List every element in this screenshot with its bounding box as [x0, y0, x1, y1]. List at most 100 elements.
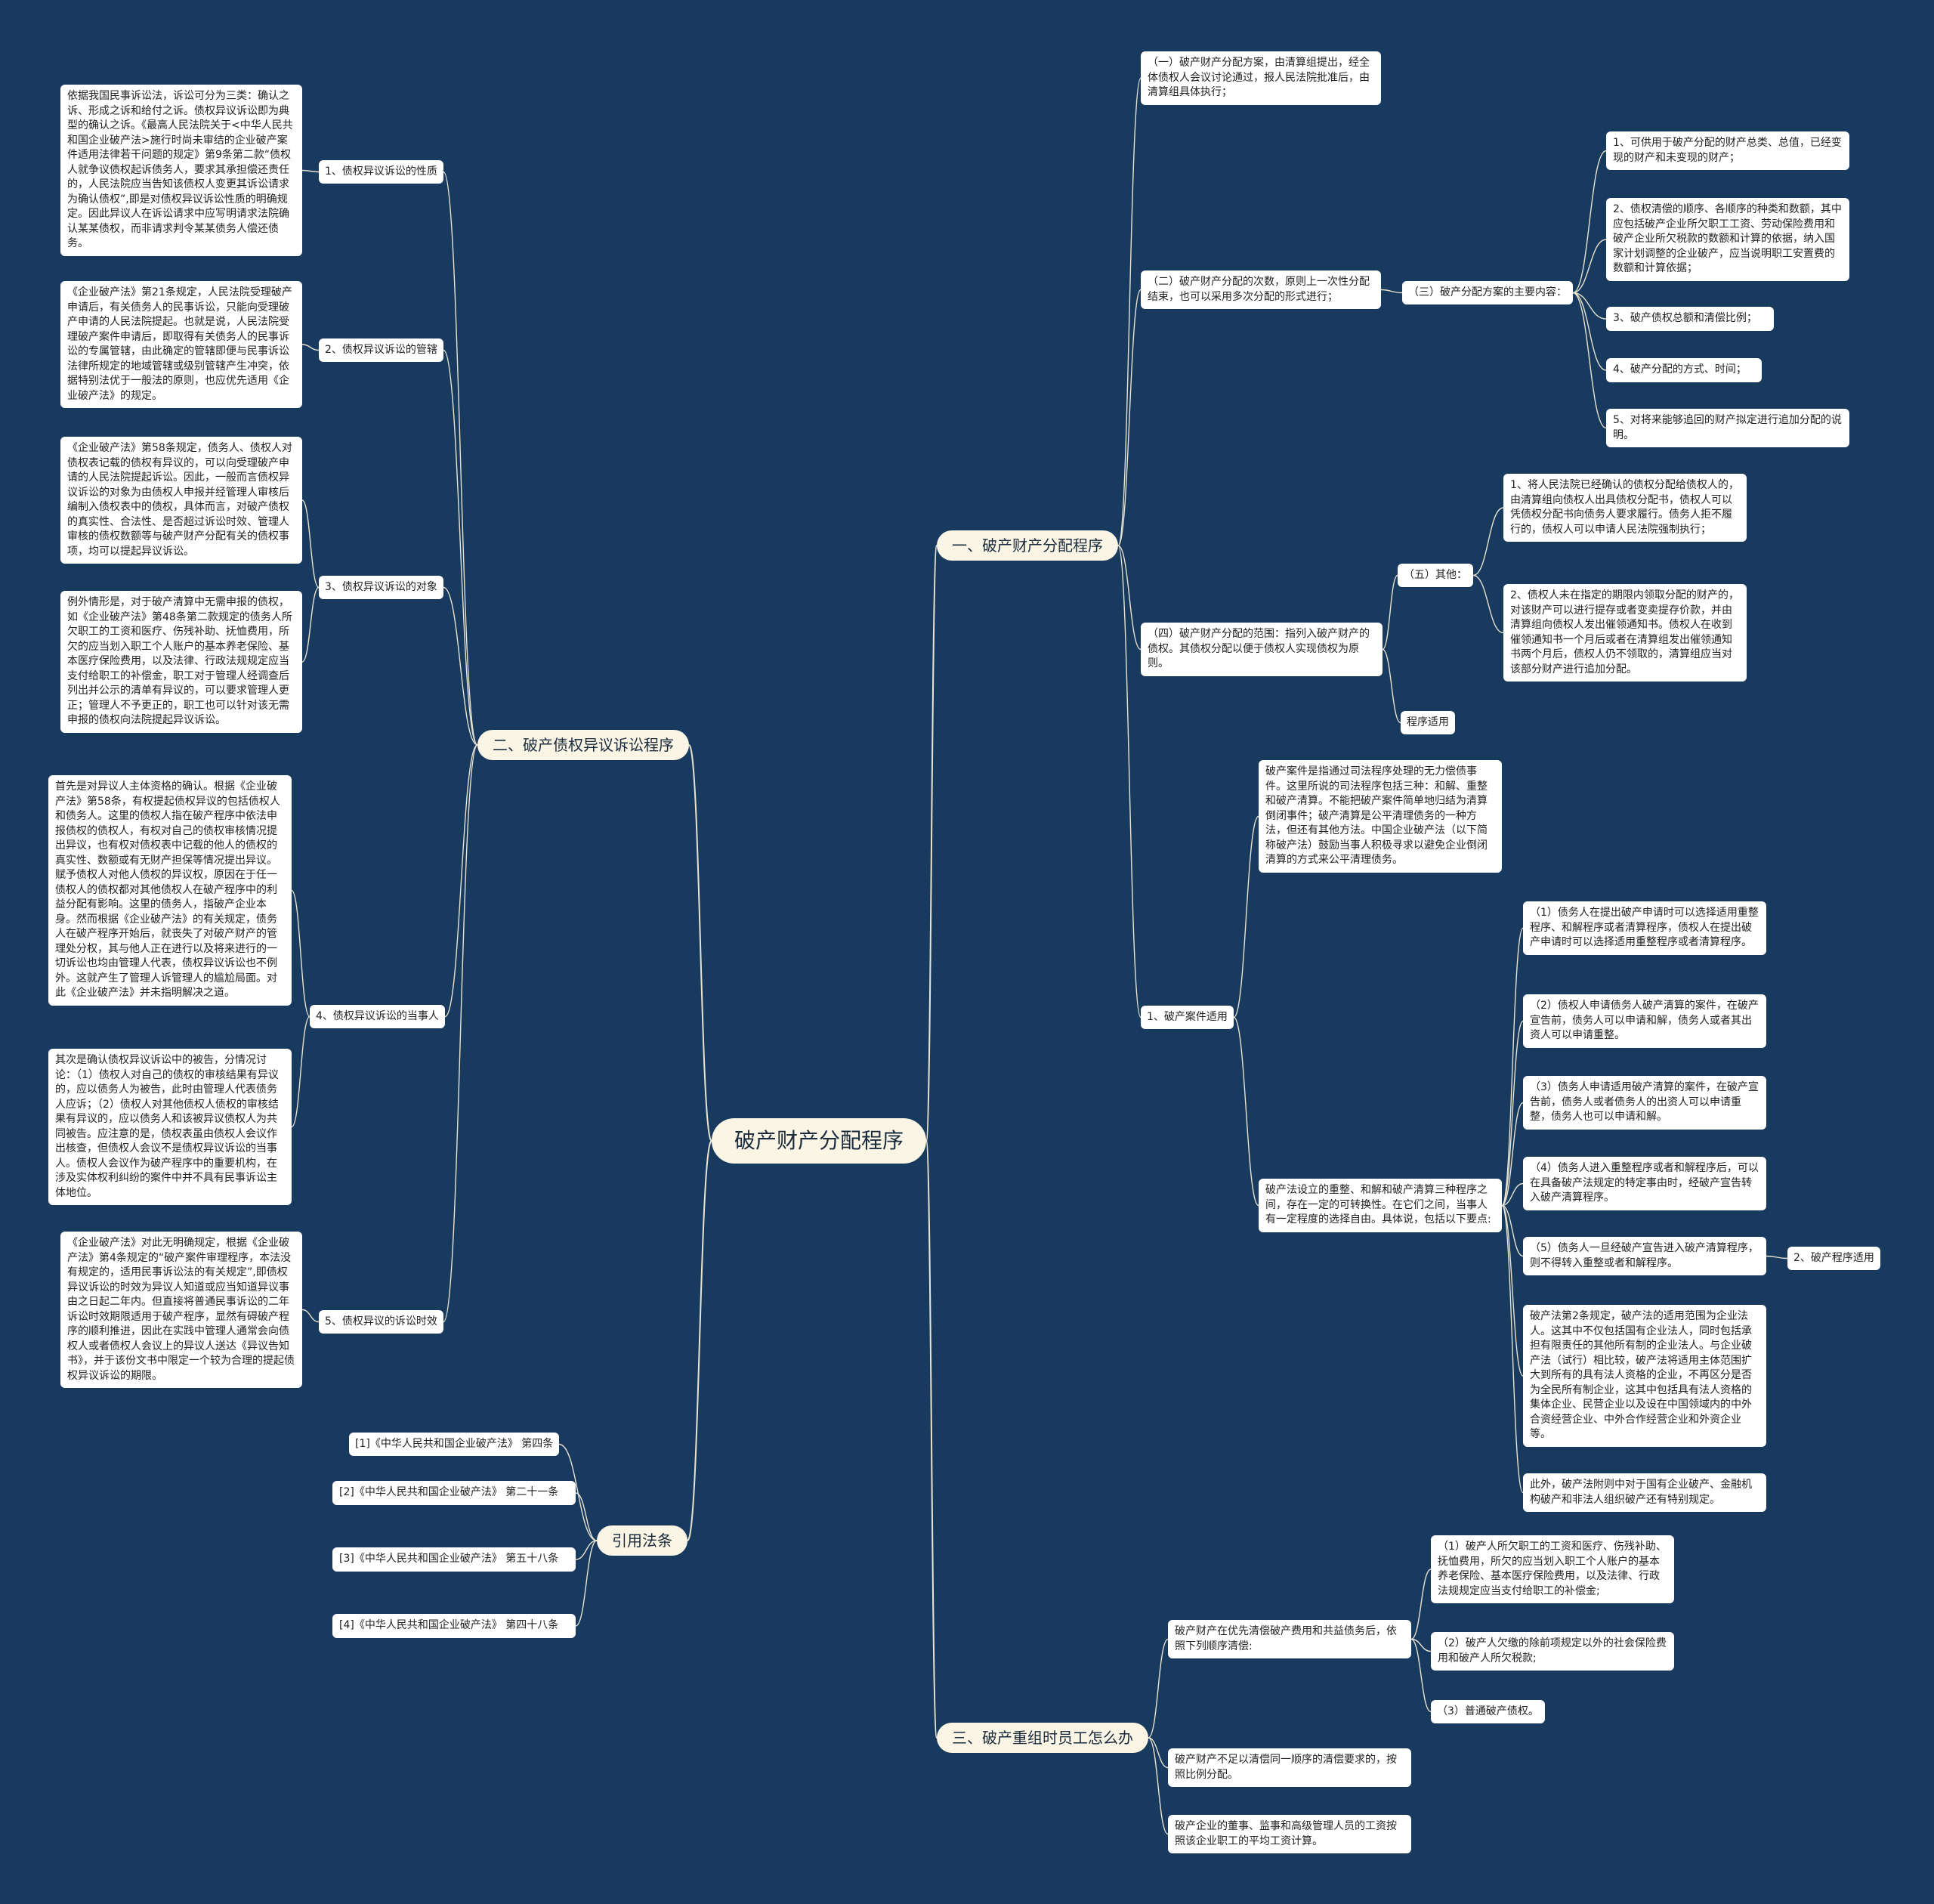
b1-case-text-3[interactable]: 破产法第2条规定，破产法的适用范围为企业法人。这其中不仅包括国有企业法人，同时包…	[1523, 1305, 1766, 1447]
connector-b1-item3-child-4	[1572, 292, 1607, 371]
connector-branch-cited-laws	[687, 1140, 712, 1541]
law-citation-3[interactable]: [3]《中华人民共和国企业破产法》 第五十八条	[332, 1547, 576, 1572]
b2-sub1-text[interactable]: 依据我国民事诉讼法，诉讼可分为三类：确认之诉、形成之诉和给付之诉。债权异议诉讼即…	[60, 85, 302, 256]
connector-b1-item3-child-2	[1572, 239, 1607, 294]
connector-b2-sub3-text-2	[301, 586, 320, 663]
connector-b1-item5-child-2	[1472, 574, 1504, 634]
b2-sub4-text-2[interactable]: 其次是确认债权异议诉讼中的被告，分情况讨论：（1）债权人对自己的债权的审核结果有…	[48, 1049, 292, 1205]
b1-case-apply[interactable]: 1、破产案件适用	[1141, 1006, 1234, 1029]
b1-item5-child-2[interactable]: 2、债权人未在指定的期限内领取分配的财产的，对该财产可以进行提存或者变卖提存价款…	[1503, 584, 1747, 682]
connector-b1-case-text-1	[1233, 815, 1259, 1018]
branch-cited-laws[interactable]: 引用法条	[597, 1525, 687, 1556]
connector-b1-item-1	[1117, 77, 1142, 546]
b1-item3-child-5[interactable]: 5、对将来能够追回的财产拟定进行追加分配的说明。	[1606, 409, 1849, 447]
b1-item5-child-1[interactable]: 1、将人民法院已经确认的债权分配给债权人的，由清算组向债权人出具债权分配书，债权…	[1503, 474, 1747, 542]
connector-b3-t1-child-3	[1410, 1638, 1432, 1713]
connector-b1-item3-child-5	[1572, 292, 1607, 429]
connector-b2-sub5-text	[301, 1309, 320, 1323]
b3-text-2[interactable]: 破产财产不足以清偿同一顺序的清偿要求的，按照比例分配。	[1168, 1748, 1411, 1787]
b2-sub-1[interactable]: 1、债权异议诉讼的性质	[319, 160, 443, 184]
b2-sub4-text-1[interactable]: 首先是对异议人主体资格的确认。根据《企业破产法》第58条，有权提起债权异议的包括…	[48, 775, 292, 1006]
connector-b1-case-point-3	[1501, 1102, 1524, 1207]
b3-text-3[interactable]: 破产企业的董事、监事和高级管理人员的工资按照该企业职工的平均工资计算。	[1168, 1815, 1411, 1853]
connector-b2-sub1-text	[301, 169, 320, 173]
law-citation-1[interactable]: [1]《中华人民共和国企业破产法》 第四条	[349, 1433, 560, 1456]
connector-b2-sub2-text	[301, 344, 320, 351]
law-citation-4[interactable]: [4]《中华人民共和国企业破产法》 第四十八条	[332, 1614, 576, 1638]
connector-branch-objection-litigation	[688, 744, 712, 1142]
connector-b2-sub3-text-1	[301, 499, 320, 589]
connector-b1-item3-child-3	[1572, 292, 1607, 320]
b1-program-apply[interactable]: 程序适用	[1401, 711, 1455, 734]
connector-b1-case-apply	[1117, 545, 1142, 1018]
b1-case-point-5[interactable]: （5）债务人一旦经破产宣告进入破产清算程序，则不得转入重整或者和解程序。	[1523, 1237, 1766, 1275]
b1-item3-child-2[interactable]: 2、债权清偿的顺序、各顺序的种类和数额，其中应包括破产企业所欠职工工资、劳动保险…	[1606, 198, 1849, 281]
connector-b1-case-point-4	[1501, 1182, 1524, 1207]
connector-b1-case-point-5	[1501, 1204, 1524, 1257]
connector-b1-program-apply-2	[1766, 1255, 1788, 1260]
connector-b3-text-3	[1148, 1737, 1169, 1835]
branch-distribution-procedure[interactable]: 一、破产财产分配程序	[937, 530, 1118, 561]
connector-b1-item-3	[1380, 289, 1403, 294]
b2-sub2-text[interactable]: 《企业破产法》第21条规定，人民法院受理破产申请后，有关债务人的民事诉讼，只能向…	[60, 281, 302, 408]
b1-case-point-4[interactable]: （4）债务人进入重整程序或者和解程序后，可以在具备破产法规定的特定事由时，经破产…	[1523, 1157, 1766, 1210]
connector-b1-case-point-1	[1501, 927, 1524, 1207]
b1-item3-child-3[interactable]: 3、破产债权总额和清偿比例；	[1606, 307, 1774, 331]
b1-item3-child-1[interactable]: 1、可供用于破产分配的财产总类、总值，已经变现的财产和未变现的财产；	[1606, 131, 1849, 170]
connector-b1-item-2	[1117, 289, 1142, 546]
b1-item3-child-4[interactable]: 4、破产分配的方式、时间；	[1606, 358, 1762, 382]
b1-case-text-4[interactable]: 此外，破产法附则中对于国有企业破产、金融机构破产和非法人组织破产还有特别规定。	[1523, 1473, 1766, 1512]
b1-item-1[interactable]: （一）破产财产分配方案，由清算组提出，经全体债权人会议讨论通过，报人民法院批准后…	[1141, 51, 1381, 105]
connector-law-citation-1	[558, 1443, 598, 1541]
b1-case-text-1[interactable]: 破产案件是指通过司法程序处理的无力偿债事件。这里所说的司法程序包括三种：和解、重…	[1259, 760, 1502, 873]
b1-item-3[interactable]: （三）破产分配方案的主要内容：	[1402, 281, 1573, 304]
connector-b1-program-apply	[1382, 648, 1401, 724]
branch-employees-in-restructuring[interactable]: 三、破产重组时员工怎么办	[937, 1723, 1148, 1753]
connector-law-citation-3	[575, 1540, 598, 1560]
b1-case-point-1[interactable]: （1）债务人在提出破产申请时可以选择适用重整程序、和解程序或者清算程序，债权人在…	[1523, 901, 1766, 955]
connector-b2-sub-4	[444, 744, 478, 1018]
connector-branch-distribution-procedure	[925, 545, 938, 1142]
connector-b2-sub-5	[443, 744, 478, 1323]
b1-item-2[interactable]: （二）破产财产分配的次数，原则上一次性分配结束，也可以采用多次分配的形式进行；	[1141, 270, 1381, 309]
connector-b2-sub4-text-2	[291, 1015, 310, 1128]
connector-law-citation-4	[575, 1540, 598, 1627]
connector-b3-t1-child-2	[1410, 1638, 1432, 1652]
connector-b2-sub-2	[443, 349, 478, 746]
b2-sub-2[interactable]: 2、债权异议诉讼的管辖	[319, 338, 443, 362]
connector-b1-case-text-2	[1233, 1016, 1259, 1207]
b1-item-4[interactable]: （四）破产财产分配的范围：指列入破产财产的债权。其债权分配以便于债权人实现债权为…	[1141, 623, 1383, 676]
connector-b2-sub-1	[443, 171, 478, 746]
root-topic[interactable]: 破产财产分配程序	[712, 1118, 927, 1164]
b1-case-text-2[interactable]: 破产法设立的重整、和解和破产清算三种程序之间，存在一定的可转换性。在它们之间，当…	[1259, 1179, 1502, 1232]
b2-sub5-text[interactable]: 《企业破产法》对此无明确规定，根据《企业破产法》第4条规定的“破产案件审理程序，…	[60, 1232, 302, 1388]
branch-objection-litigation[interactable]: 二、破产债权异议诉讼程序	[477, 730, 689, 760]
b2-sub-4[interactable]: 4、债权异议诉讼的当事人	[310, 1005, 445, 1028]
connector-law-citation-2	[575, 1492, 598, 1541]
connector-b2-sub4-text-1	[291, 889, 310, 1018]
b3-text-1[interactable]: 破产财产在优先清偿破产费用和共益债务后，依照下列顺序清偿:	[1168, 1620, 1411, 1658]
connector-b1-case-text-3	[1501, 1204, 1524, 1377]
b3-t1-child-2[interactable]: （2）破产人欠缴的除前项规定以外的社会保险费用和破产人所欠税款;	[1431, 1632, 1674, 1671]
connector-b3-text-1	[1148, 1638, 1169, 1739]
b2-sub-3[interactable]: 3、债权异议诉讼的对象	[319, 576, 443, 599]
connector-b3-t1-child-1	[1410, 1569, 1432, 1640]
b3-t1-child-1[interactable]: （1）破产人所欠职工的工资和医疗、伤残补助、抚恤费用，所欠的应当划入职工个人账户…	[1431, 1535, 1674, 1603]
b1-case-point-3[interactable]: （3）债务人申请适用破产清算的案件，在破产宣告前，债务人或者债务人的出资人可以申…	[1523, 1076, 1766, 1130]
connector-b1-item-5	[1382, 574, 1398, 651]
b3-t1-child-3[interactable]: （3）普通破产债权。	[1431, 1700, 1545, 1723]
connector-b2-sub-3	[443, 586, 478, 746]
law-citation-2[interactable]: [2]《中华人民共和国企业破产法》 第二十一条	[332, 1481, 576, 1505]
b2-sub-5[interactable]: 5、债权异议的诉讼时效	[319, 1310, 443, 1334]
connector-b3-text-2	[1148, 1737, 1169, 1769]
connector-b1-item-4	[1117, 545, 1142, 651]
connector-b1-case-text-4	[1501, 1204, 1524, 1494]
b2-sub3-text-2[interactable]: 例外情形是，对于破产清算中无需申报的债权，如《企业破产法》第48条第二款规定的债…	[60, 591, 302, 733]
connector-branch-employees-in-restructuring	[925, 1140, 938, 1739]
connector-b1-item5-child-1	[1472, 507, 1504, 576]
b1-program-apply-2[interactable]: 2、破产程序适用	[1787, 1247, 1880, 1270]
b1-case-point-2[interactable]: （2）债权人申请债务人破产清算的案件，在破产宣告前，债务人可以申请和解，债务人或…	[1523, 994, 1766, 1048]
b2-sub3-text-1[interactable]: 《企业破产法》第58条规定，债务人、债权人对债权表记载的债权有异议的，可以向受理…	[60, 437, 302, 564]
b1-item-5[interactable]: （五）其他：	[1398, 564, 1473, 587]
